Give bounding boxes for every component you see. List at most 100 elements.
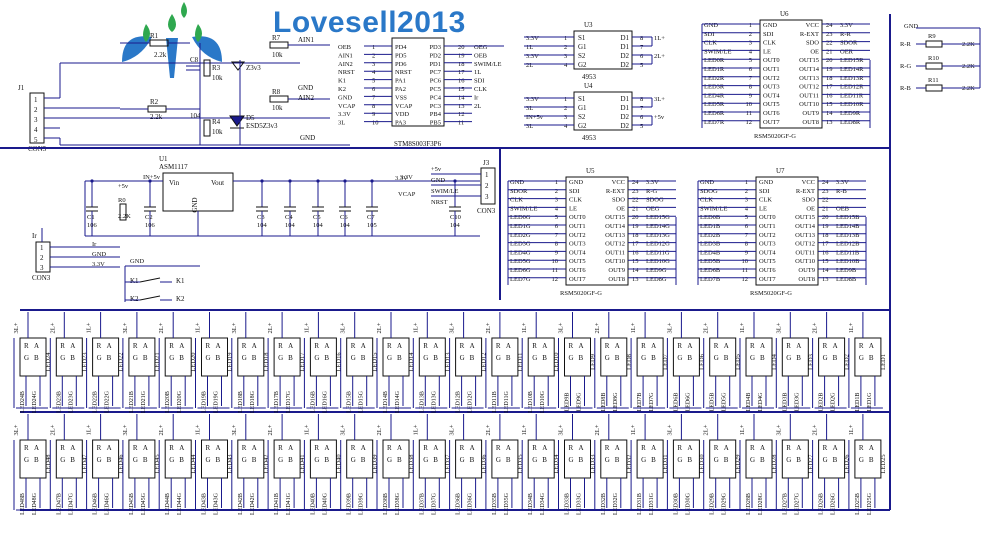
led-row2-common: 3L+ — [231, 424, 238, 435]
led-row2-body — [781, 439, 809, 479]
led-row2-ref: LED26 — [844, 454, 851, 474]
led-row1-body — [818, 337, 846, 377]
r0-val: 2.2K — [118, 213, 131, 220]
led-row1-pin-G: G — [786, 354, 791, 362]
u7-rpin: VCC — [802, 179, 815, 186]
led-row1-pin-A: A — [433, 342, 438, 350]
u6-rpin: OUT8 — [802, 119, 819, 126]
led-row2-pin-G: G — [133, 456, 138, 464]
u6-rpin: OUT10 — [799, 101, 819, 108]
led-row1-pin-B: B — [433, 354, 438, 362]
u5-rnet: LED13G — [646, 232, 670, 239]
btn-k2-net: K2 — [176, 295, 185, 303]
led-row2-common: 1L+ — [86, 424, 93, 435]
u6-lnum: 2 — [749, 31, 752, 38]
led-row2-common: 2L+ — [594, 424, 601, 435]
led-row2-ref: LED36 — [481, 454, 488, 474]
junction — [90, 179, 94, 183]
led-row2-ref: LED35 — [517, 454, 524, 473]
led-row1-ref: LED19 — [227, 352, 234, 371]
u6-rnum: 15 — [826, 101, 833, 108]
led-row2-ref: LED29 — [735, 454, 742, 473]
u5-lnet: LED2G — [510, 232, 531, 239]
j2-pin-2: 2 — [40, 254, 44, 262]
led-row1-pin-B: B — [252, 354, 257, 362]
led-row2-netb: LED42B — [238, 493, 244, 515]
led-row2-ref: LED38 — [408, 454, 415, 473]
led-row2-pin-G: G — [97, 456, 102, 464]
u6-lnet: LED2R — [704, 75, 725, 82]
led-row1-common: 1L+ — [848, 322, 855, 333]
led-row1-common: 3L+ — [775, 322, 782, 333]
u3-lnet: 3.3V — [526, 53, 539, 60]
u7-rnet: OEB — [836, 205, 850, 212]
cap-val-C1: 106 — [87, 222, 98, 229]
u5-lpin: OUT6 — [569, 267, 586, 274]
u6-rnum: 13 — [826, 119, 833, 126]
led-row2-netb: LED32B — [601, 493, 607, 515]
u6-lnum: 5 — [749, 57, 752, 64]
mcu-lnet: K2 — [338, 86, 346, 93]
led-row2-netg: LED41G — [286, 492, 292, 515]
logo-drop-2 — [143, 24, 150, 42]
u6-rnum: 16 — [826, 92, 833, 99]
led-row2-pin-R: R — [60, 444, 65, 452]
u6-lnet: SDI — [704, 31, 714, 38]
led-row1-body — [491, 337, 519, 377]
mcu-lnet: 3.3V — [338, 111, 351, 118]
mcu-rnet: SWIM/LE — [474, 61, 501, 68]
j2-net: 3.3V — [92, 261, 105, 268]
led-row1-common: 1L+ — [412, 322, 419, 333]
led-row1-pin-G: G — [60, 354, 65, 362]
led-row2-netb: LED29B — [710, 493, 716, 515]
r4-val: 10k — [212, 128, 223, 136]
u7-rnet: 3.3V — [836, 179, 849, 186]
junction — [453, 179, 457, 183]
u6-rnet: LED15R — [840, 57, 864, 64]
led-row1-netb: LED21B — [129, 391, 135, 413]
led-row2-pin-R: R — [496, 444, 501, 452]
u7-body — [755, 176, 819, 286]
led-row2-ref: LED47 — [81, 454, 88, 474]
j3-pin-3: 3 — [485, 193, 489, 201]
u4-lnet: 3L — [526, 105, 533, 112]
u4-lpin: S1 — [578, 95, 586, 103]
led-row1-pin-A: A — [506, 342, 511, 350]
led-row1-pin-G: G — [278, 354, 283, 362]
led-row2-pin-R: R — [242, 444, 247, 452]
led-row1-pin-G: G — [569, 354, 574, 362]
led-row2-pin-B: B — [34, 456, 39, 464]
led-row2-pin-A: A — [651, 444, 656, 452]
rext-resistor — [925, 62, 943, 70]
led-row1-netg: LED17G — [286, 390, 292, 413]
logo-stem — [166, 38, 178, 78]
led-row1-pin-R: R — [242, 342, 247, 350]
led-row1-ref: LED18 — [263, 352, 270, 371]
u7-rnum: 21 — [822, 205, 829, 212]
led-row2-netg: LED27G — [794, 492, 800, 515]
u6-lnet: SWIM/LE — [704, 48, 731, 55]
u3-lnum: 4 — [564, 62, 568, 69]
led-row2-pin-A: A — [724, 444, 729, 452]
u6-lnet: LED3R — [704, 84, 725, 91]
led-row1-ref: LED21 — [154, 352, 161, 371]
led-row2-pin-A: A — [796, 444, 801, 452]
u7-rnum: 22 — [822, 197, 829, 204]
mcu-lpin: VCAP — [395, 103, 413, 110]
u5-lpin: OUT1 — [569, 223, 586, 230]
led-row2-pin-A: A — [70, 444, 75, 452]
led-row1-pin-A: A — [361, 342, 366, 350]
led-row2-pin-G: G — [496, 456, 501, 464]
u7-lnum: 11 — [742, 267, 748, 274]
u6-rpin: OUT9 — [802, 110, 819, 117]
u6-lpin: SDI — [763, 31, 773, 38]
led-row2-common: 2L+ — [267, 424, 274, 435]
led-row1-pin-B: B — [760, 354, 765, 362]
u6-rpin: OUT14 — [799, 66, 820, 73]
u6-part: RSM5020GF-G — [754, 133, 796, 140]
u7-lnum: 12 — [742, 276, 749, 283]
btn-gnd: GND — [130, 258, 144, 265]
u5-body — [565, 176, 629, 286]
j2-net: GND — [92, 251, 106, 258]
u6-lnet: LED1R — [704, 66, 725, 73]
